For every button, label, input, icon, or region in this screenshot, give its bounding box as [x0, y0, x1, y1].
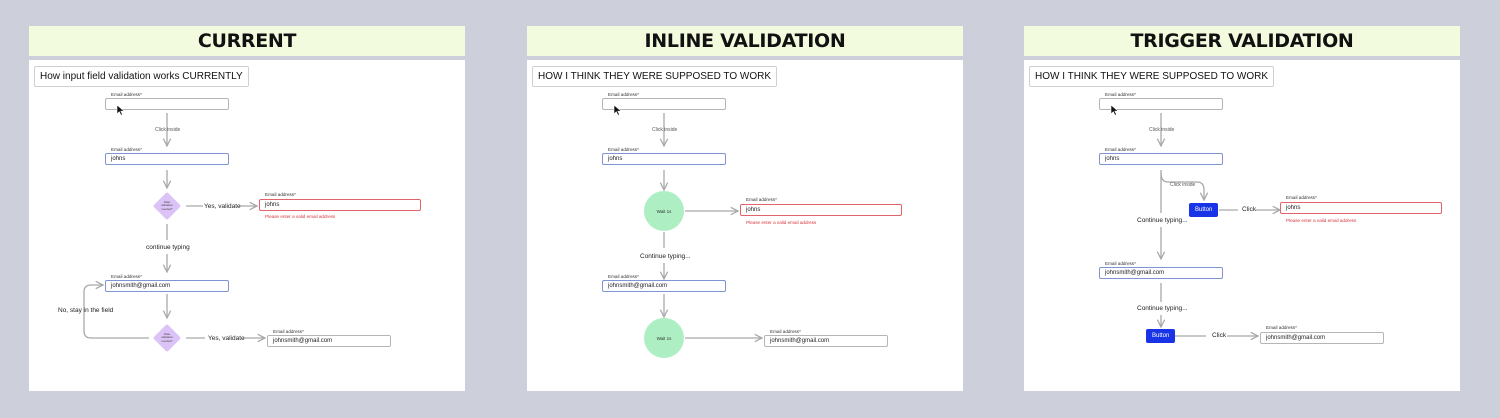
field-label: Email address* [1266, 325, 1297, 330]
panel-body: HOW I THINK THEY WERE SUPPOSED TO WORK E… [527, 60, 963, 391]
email-field-empty[interactable] [1099, 98, 1223, 110]
panel-inline-validation: INLINE VALIDATION HOW I THINK THEY WERE … [527, 26, 963, 391]
panel-heading: TRIGGER VALIDATION [1024, 26, 1460, 56]
mouse-pointer-icon [613, 104, 622, 116]
panel-body: HOW I THINK THEY WERE SUPPOSED TO WORK E… [1024, 60, 1460, 391]
caption-click-inside: Click inside [1170, 182, 1196, 188]
panel-heading: INLINE VALIDATION [527, 26, 963, 56]
field-label: Email address* [111, 147, 142, 152]
validate-button[interactable]: Button [1146, 329, 1176, 343]
frame-title: HOW I THINK THEY WERE SUPPOSED TO WORK [1029, 66, 1274, 87]
validate-button[interactable]: Button [1189, 203, 1219, 217]
email-field-typing[interactable]: johns [1099, 153, 1223, 165]
arrow-to-button [1160, 172, 1204, 200]
panel-heading: CURRENT [29, 26, 465, 56]
caption-no-stay-in-field: No, stay in the field [58, 307, 114, 314]
field-label: Email address* [111, 92, 142, 97]
error-message: Please enter a valid email address [746, 220, 817, 225]
email-field-complete[interactable]: johnsmith@gmail.com [105, 280, 229, 292]
caption-continue-typing: Continue typing... [1137, 217, 1188, 224]
caption-yes-validate: Yes, validate [208, 335, 245, 342]
arrow-loop-no [83, 285, 149, 339]
flow-connectors [527, 113, 963, 391]
panel-current: CURRENT How input field validation works… [29, 26, 465, 391]
caption-continue-typing: Continue typing... [640, 253, 691, 260]
mouse-pointer-icon [1110, 104, 1119, 116]
caption-click-inside: Click inside [155, 127, 181, 133]
email-field-valid[interactable]: johnsmith@gmail.com [1260, 332, 1384, 344]
email-field-valid[interactable]: johnsmith@gmail.com [267, 335, 391, 347]
decision-diamond: Data validation needed? [150, 321, 184, 355]
frame-title: How input field validation works CURRENT… [34, 66, 249, 87]
field-label: Email address* [1286, 195, 1317, 200]
panel-trigger-validation: TRIGGER VALIDATION HOW I THINK THEY WERE… [1024, 26, 1460, 391]
mouse-pointer-icon [116, 104, 125, 116]
field-label: Email address* [608, 147, 639, 152]
error-message: Please enter a valid email address [1286, 218, 1357, 223]
field-label: Email address* [1105, 92, 1136, 97]
flow-connectors [1024, 113, 1460, 391]
error-message: Please enter a valid email address [265, 214, 336, 219]
field-label: Email address* [770, 329, 801, 334]
flow-connectors [83, 113, 465, 391]
decision-text: Data validation needed? [161, 199, 173, 211]
field-label: Email address* [746, 197, 777, 202]
email-field-typing[interactable]: johns [105, 153, 229, 165]
email-field-empty[interactable] [602, 98, 726, 110]
email-field-complete[interactable]: johnsmith@gmail.com [602, 280, 726, 292]
decision-diamond: Data validation needed? [150, 189, 184, 223]
field-label: Email address* [608, 274, 639, 279]
panel-body: How input field validation works CURRENT… [29, 60, 465, 391]
email-field-error[interactable]: johns [740, 204, 902, 216]
caption-continue-typing: Continue typing... [1137, 305, 1188, 312]
field-label: Email address* [608, 92, 639, 97]
email-field-error[interactable]: johns [1280, 202, 1442, 214]
email-field-error[interactable]: johns [259, 199, 421, 211]
caption-click-inside: Click inside [652, 127, 678, 133]
caption-continue-typing: continue typing [146, 244, 190, 251]
field-label: Email address* [111, 274, 142, 279]
field-label: Email address* [273, 329, 304, 334]
email-field-typing[interactable]: johns [602, 153, 726, 165]
frame-title: HOW I THINK THEY WERE SUPPOSED TO WORK [532, 66, 777, 87]
caption-click-inside: Click inside [1149, 127, 1175, 133]
field-label: Email address* [1105, 261, 1136, 266]
field-label: Email address* [265, 192, 296, 197]
email-field-empty[interactable] [105, 98, 229, 110]
decision-text: Data validation needed? [161, 331, 173, 343]
caption-yes-validate: Yes, validate [204, 203, 241, 210]
email-field-complete[interactable]: johnsmith@gmail.com [1099, 267, 1223, 279]
email-field-valid[interactable]: johnsmith@gmail.com [764, 335, 888, 347]
wait-timer-circle: Wait 1s [644, 318, 684, 358]
caption-click: Click [1242, 206, 1257, 213]
caption-click: Click [1212, 332, 1227, 339]
field-label: Email address* [1105, 147, 1136, 152]
wait-timer-circle: Wait 1s [644, 191, 684, 231]
